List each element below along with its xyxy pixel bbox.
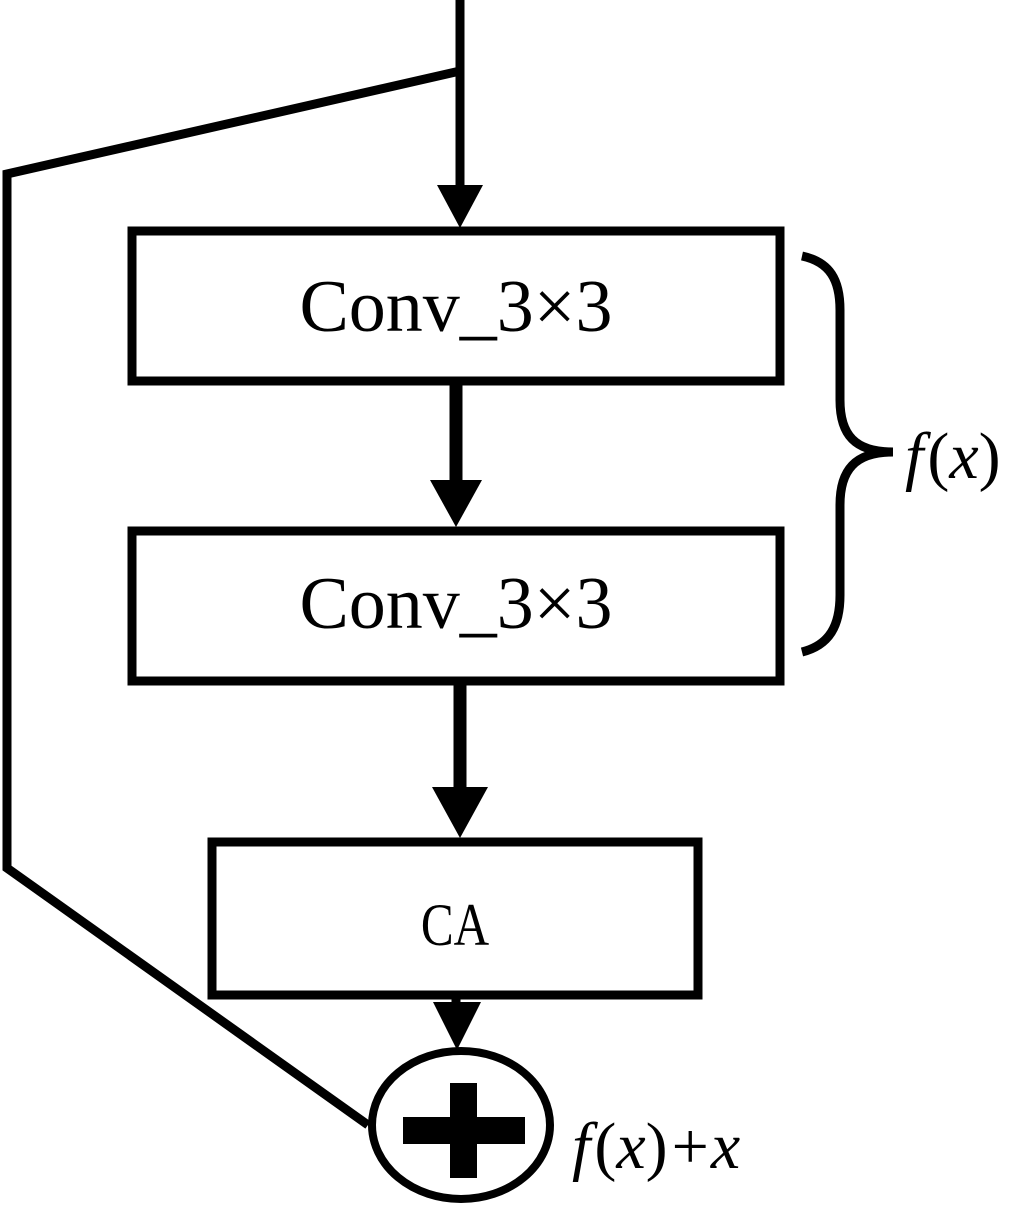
function-label: f(x) [905,420,1001,493]
arrow-into-add [433,1002,481,1050]
ca-box [207,837,703,1000]
arrow-into-conv1 [437,185,483,228]
ca-node: CA [207,837,703,1000]
conv1-box [127,226,785,386]
arrow-into-ca [432,787,488,838]
arrow-into-conv2 [430,480,482,527]
conv2-label: Conv_3×3 [299,563,612,645]
add-node [368,1047,554,1203]
conv2-node: Conv_3×3 [127,526,785,686]
plus-icon-vertical [450,1083,477,1178]
ca-label: CA [421,891,490,958]
output-label: f(x)+x [572,1110,740,1183]
conv1-node: Conv_3×3 [127,226,785,386]
brace-icon [800,251,894,657]
conv1-label: Conv_3×3 [299,266,612,348]
skip-connection [2,66,461,1129]
conv2-box [127,526,785,686]
